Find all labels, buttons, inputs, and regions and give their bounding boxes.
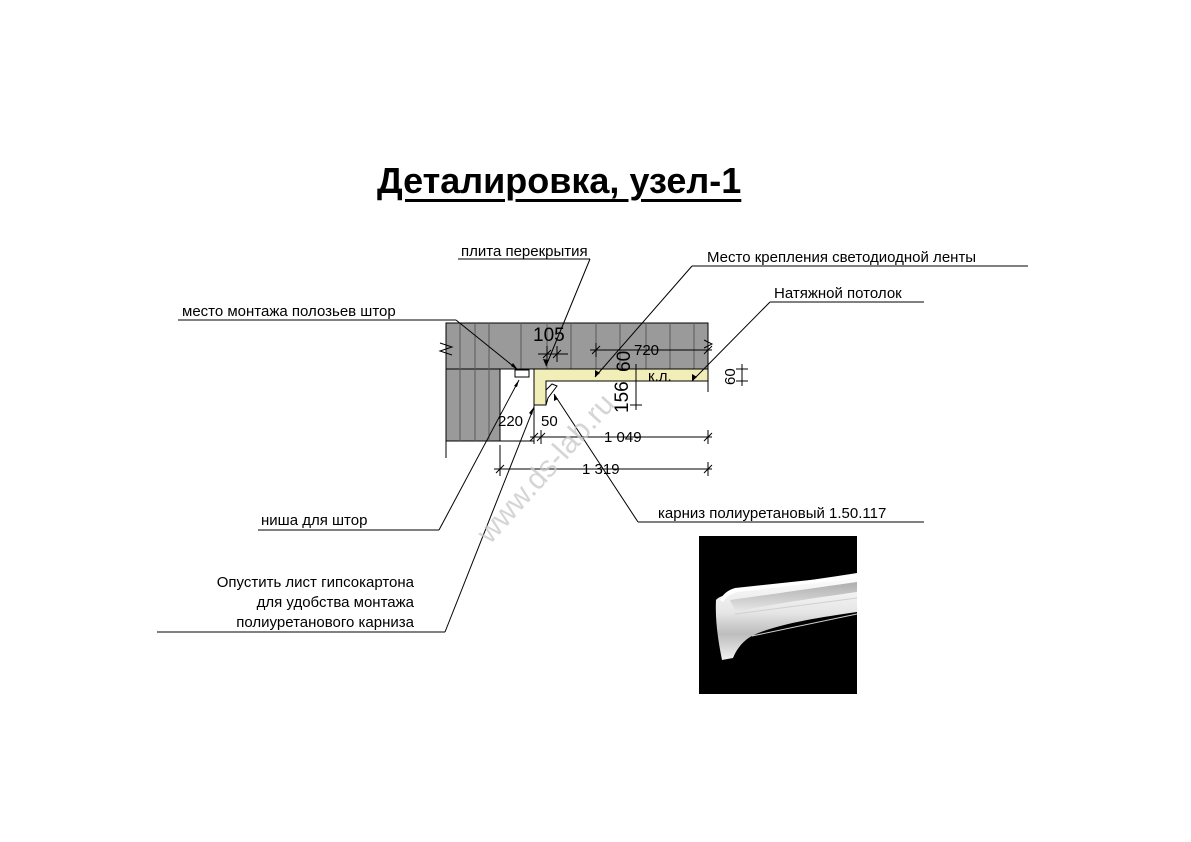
dim-60-right: 60	[722, 368, 739, 385]
curtain-niche	[499, 368, 535, 442]
dim-50: 50	[541, 413, 558, 430]
label-slab: плита перекрытия	[461, 243, 588, 260]
dim-kl: к.л.	[648, 368, 672, 385]
label-cornice: карниз полиуретановый 1.50.117	[658, 505, 886, 522]
label-curtain-niche: ниша для штор	[261, 512, 367, 529]
page-title: Деталировка, узел-1	[377, 160, 742, 201]
cornice-profile	[545, 383, 558, 406]
leader-arrows	[511, 359, 697, 415]
label-curtain-rail-mount: место монтажа полозьев штор	[182, 303, 396, 320]
dim-1319: 1 319	[582, 461, 620, 478]
dim-720: 720	[634, 342, 659, 359]
ceiling-slab	[438, 322, 714, 458]
label-led-mount: Место крепления светодиодной ленты	[707, 249, 976, 266]
dimension-lines	[494, 343, 748, 476]
dim-220: 220	[498, 413, 523, 430]
label-stretch-ceiling: Натяжной потолок	[774, 285, 902, 302]
label-drywall-note-1: Опустить лист гипсокартона	[217, 574, 415, 591]
label-drywall-note-2: для удобства монтажа	[257, 594, 415, 611]
dim-1049: 1 049	[604, 429, 642, 446]
dim-156: 156	[612, 381, 633, 413]
drywall-box	[533, 368, 709, 406]
dim-60-vertical: 60	[614, 351, 635, 372]
curtain-rail	[514, 369, 530, 378]
leader-lines	[157, 258, 1028, 633]
dim-105: 105	[533, 325, 565, 346]
cornice-photo	[699, 536, 858, 694]
label-drywall-note-3: полиуретанового карниза	[236, 614, 414, 631]
